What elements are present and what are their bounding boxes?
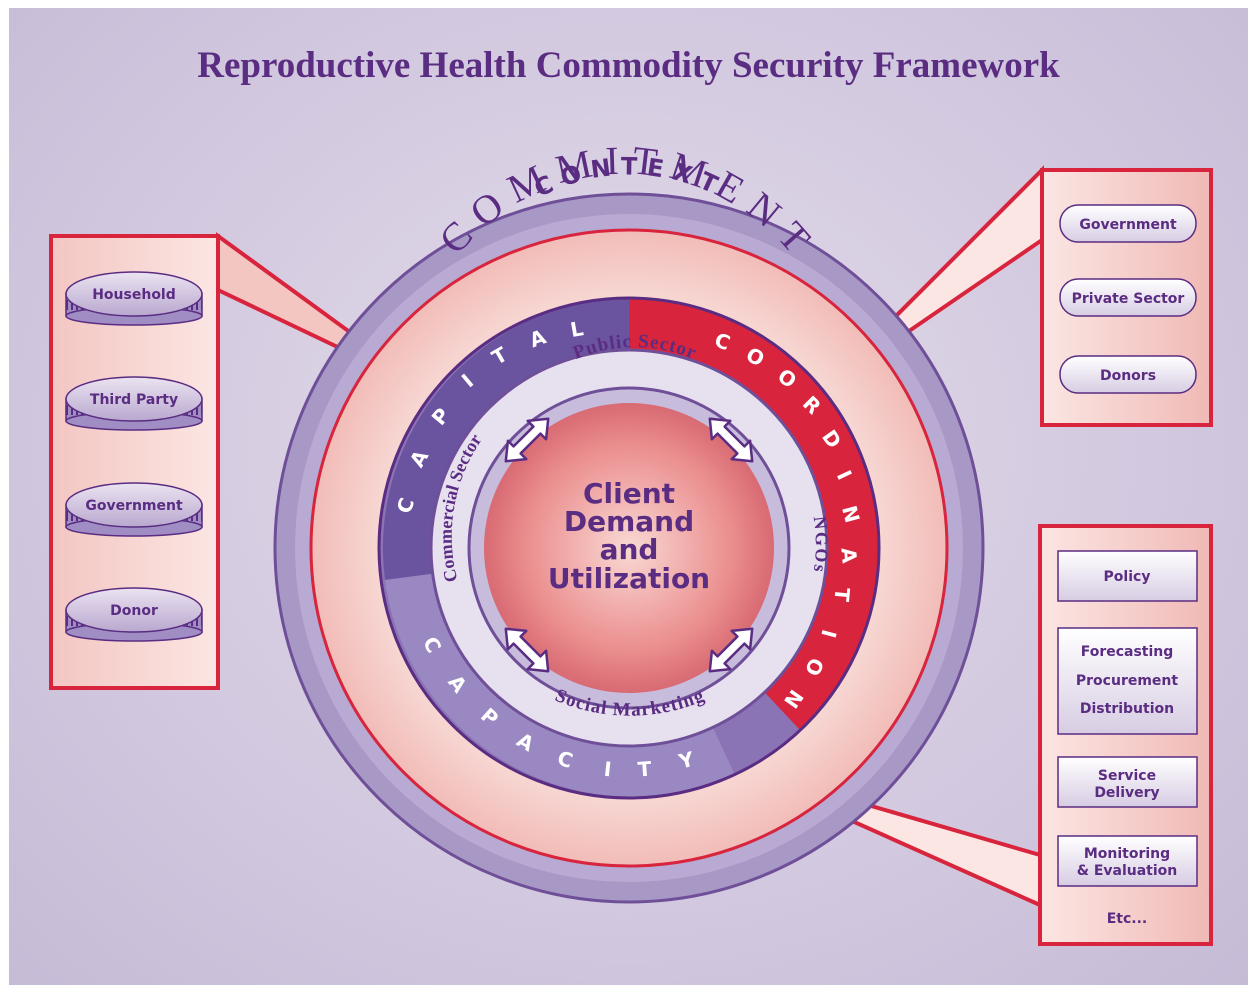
svg-text:T: T: [829, 587, 854, 603]
box-service-delivery: Service Delivery: [1057, 756, 1198, 808]
center-line-3: and: [600, 533, 659, 566]
box-policy: Policy: [1057, 550, 1198, 602]
coin-household: Household: [65, 271, 203, 326]
center-label: Client Demand and Utilization: [548, 477, 710, 595]
box-monitoring: Monitoring & Evaluation: [1057, 835, 1198, 887]
center-line-4: Utilization: [548, 562, 710, 595]
box-line: Forecasting: [1081, 644, 1174, 660]
svg-text:N: N: [837, 503, 865, 525]
capacity-functions-list: Policy Forecasting Procurement Distribut…: [1057, 550, 1198, 927]
diagram-title: Reproductive Health Commodity Security F…: [197, 45, 1060, 86]
pill-label: Private Sector: [1072, 291, 1185, 307]
coin-third-party: Third Party: [65, 376, 203, 431]
svg-text:C: C: [554, 746, 575, 773]
center-circle: [484, 403, 774, 693]
arrow-nw-icon: [504, 417, 550, 463]
coin-label: Donor: [110, 603, 158, 619]
pill-label: Government: [1079, 217, 1177, 233]
box-line: Monitoring: [1084, 846, 1170, 862]
arrow-sw-icon: [504, 627, 550, 673]
box-line: & Evaluation: [1077, 863, 1178, 879]
svg-text:Y: Y: [675, 747, 696, 774]
pill-government: Government: [1059, 204, 1197, 243]
svg-text:L: L: [568, 316, 585, 342]
arrow-se-icon: [708, 627, 754, 673]
svg-text:A: A: [836, 547, 861, 565]
center-line-1: Client: [583, 477, 675, 510]
coordination-actors-list: Government Private Sector Donors: [1059, 204, 1197, 394]
coin-label: Government: [85, 498, 183, 514]
svg-text:I: I: [603, 757, 613, 782]
pill-private-sector: Private Sector: [1059, 278, 1197, 317]
capital-sources-list: Household Third Party Government: [65, 271, 203, 642]
box-line: Distribution: [1080, 701, 1174, 717]
coin-label: Household: [92, 287, 176, 303]
svg-text:T: T: [637, 757, 653, 782]
pill-label: Donors: [1100, 368, 1156, 384]
coin-government: Government: [65, 482, 203, 537]
coin-donor: Donor: [65, 587, 203, 642]
box-supply-chain: Forecasting Procurement Distribution: [1057, 627, 1198, 735]
center-line-2: Demand: [564, 505, 694, 538]
box-line: Service: [1098, 768, 1156, 784]
box-line: Delivery: [1094, 785, 1159, 801]
arrow-ne-icon: [708, 417, 754, 463]
etc-label: Etc...: [1107, 911, 1148, 927]
double-arrow-icons: [504, 417, 754, 673]
box-line: Policy: [1104, 569, 1151, 585]
box-line: Procurement: [1076, 673, 1178, 689]
coin-label: Third Party: [90, 392, 178, 408]
ngos-label: NGOs: [810, 515, 832, 575]
pill-donors: Donors: [1059, 355, 1197, 394]
